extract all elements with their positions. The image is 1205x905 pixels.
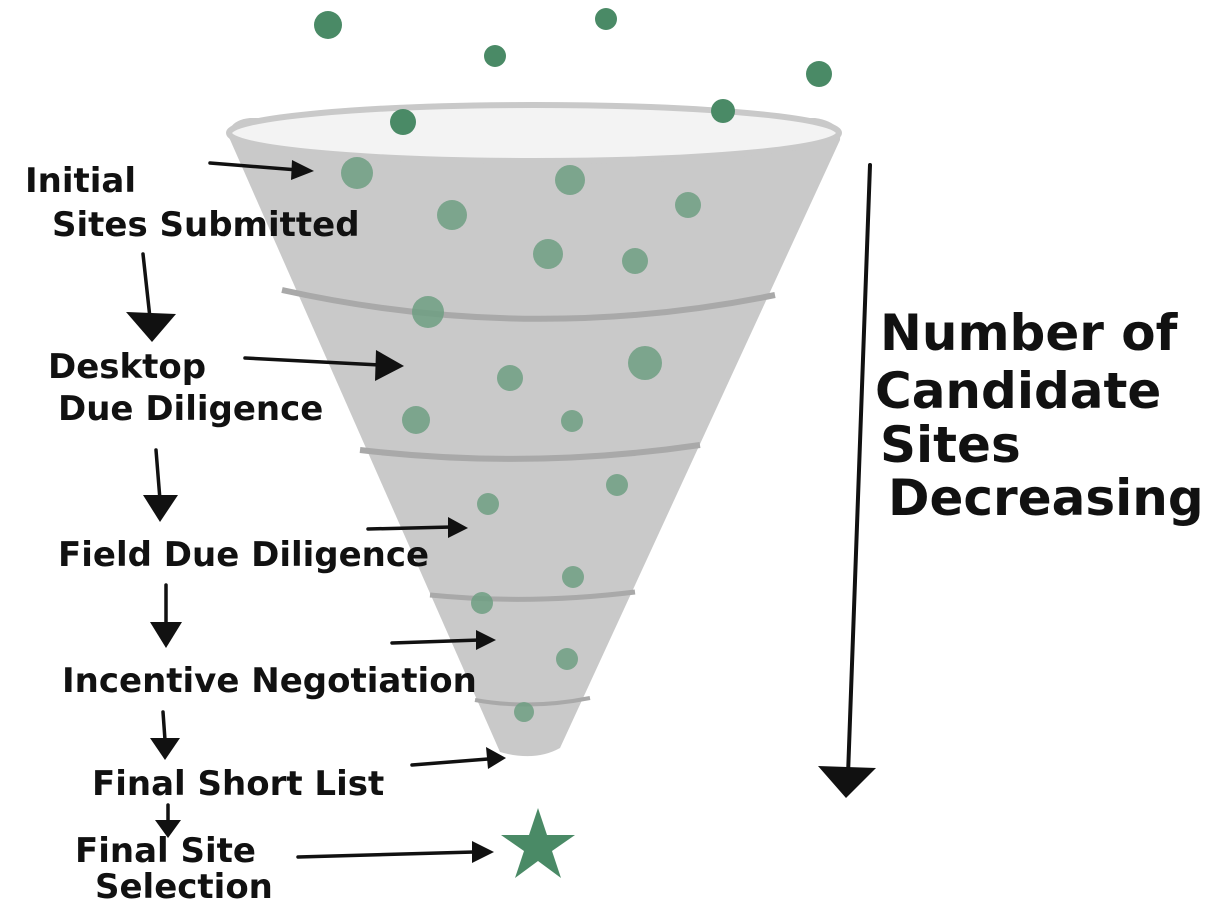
dot-icon (497, 365, 523, 391)
star-icon (501, 808, 575, 878)
stage-label-initial-line2: Sites Submitted (52, 205, 360, 245)
stage-label-final-line2: Selection (95, 867, 273, 905)
side-label: Number of Candidate Sites Decreasing (875, 304, 1204, 527)
stage-flow-arrows (126, 252, 182, 838)
decreasing-arrow (818, 163, 876, 798)
stage-label-final-line1: Final Site (75, 831, 256, 871)
arrowhead-down-2 (143, 495, 178, 522)
arrowhead-down-4 (150, 738, 180, 760)
stage-label-field: Field Due Diligence (58, 535, 429, 575)
stage-labels: Initial Sites Submitted Desktop Due Dili… (25, 161, 477, 905)
stage-label-desktop-line1: Desktop (48, 347, 206, 387)
pointer-desktop (243, 356, 382, 367)
arrow-down-1 (141, 252, 152, 320)
arrow-down-2 (154, 448, 162, 502)
dot-icon (606, 474, 628, 496)
decreasing-arrow-shaft (846, 163, 872, 777)
dot-icon (555, 165, 585, 195)
dot-icon (341, 157, 373, 189)
dot-icon (484, 45, 506, 67)
dot-icon (561, 410, 583, 432)
pointer-desktop-head (375, 350, 404, 381)
funnel-band-2 (359, 442, 701, 462)
dot-icon (390, 109, 416, 135)
dot-icon (514, 702, 534, 722)
pointer-initial-head (291, 160, 314, 180)
pointer-arrows (208, 160, 506, 863)
dot-icon (314, 11, 342, 39)
dot-icon (675, 192, 701, 218)
stage-label-initial-line1: Initial (25, 161, 136, 201)
dot-icon (437, 200, 467, 230)
side-label-line1: Number of (880, 304, 1179, 362)
stage-label-shortlist: Final Short List (92, 764, 384, 804)
pointer-final (296, 850, 476, 859)
side-label-line2: Candidate (875, 362, 1161, 420)
dot-icon (806, 61, 832, 87)
dot-icon (477, 493, 499, 515)
stage-label-desktop-line2: Due Diligence (58, 389, 323, 429)
dot-icon (622, 248, 648, 274)
pointer-initial (208, 161, 300, 172)
arrowhead-down-5 (155, 820, 181, 838)
site-dots (314, 8, 832, 722)
pointer-shortlist (410, 757, 490, 767)
dot-icon (533, 239, 563, 269)
pointer-incentive-head (476, 630, 496, 650)
dot-icon (711, 99, 735, 123)
dot-icon (471, 592, 493, 614)
pointer-final-head (472, 841, 494, 863)
funnel-band-3 (429, 589, 636, 602)
pointer-shortlist-head (486, 747, 506, 769)
side-label-line4: Decreasing (888, 469, 1204, 527)
dot-icon (595, 8, 617, 30)
side-label-line3: Sites (880, 416, 1021, 474)
funnel-band-4 (474, 696, 591, 707)
dot-icon (412, 296, 444, 328)
decreasing-arrow-head (818, 766, 876, 798)
funnel-band-1 (281, 287, 776, 322)
dot-icon (628, 346, 662, 380)
funnel-rim (226, 102, 842, 164)
stage-label-incentive: Incentive Negotiation (62, 661, 477, 701)
dot-icon (402, 406, 430, 434)
funnel-body (228, 118, 841, 757)
pointer-field (366, 525, 454, 531)
arrowhead-down-1 (126, 312, 176, 342)
dot-icon (562, 566, 584, 588)
arrowhead-down-3 (150, 622, 182, 648)
pointer-field-head (448, 517, 468, 538)
dot-icon (556, 648, 578, 670)
pointer-incentive (390, 638, 482, 645)
funnel (226, 102, 842, 757)
arrow-down-4 (161, 710, 167, 742)
